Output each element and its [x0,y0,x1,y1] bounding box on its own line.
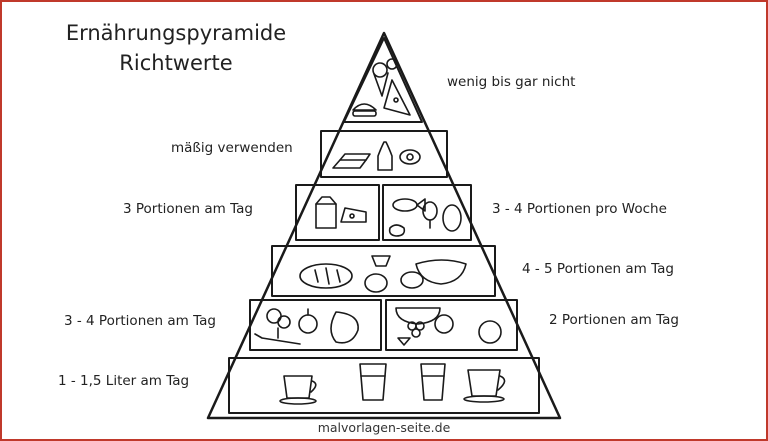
label-meat: 3 - 4 Portionen pro Woche [492,201,667,217]
milk-carton-icon [315,196,337,229]
steak-icon [442,204,462,232]
cheese-icon [340,207,367,223]
drumstick-icon [422,201,438,229]
bread-icon [299,263,353,289]
title-line-2: Richtwerte [119,51,233,75]
rice-bowl-icon [415,259,467,285]
carrot-icon [254,333,301,345]
grapes-icon [407,321,425,338]
tier-meat [382,184,472,241]
tier-fats [320,130,448,178]
label-vegetables: 3 - 4 Portionen am Tag [64,313,216,329]
tier-fruit [385,299,518,351]
label-grains: 4 - 5 Portionen am Tag [522,261,674,277]
pasta-icon [371,255,391,267]
glass-of-water-icon-1 [359,363,387,401]
tier-dairy [295,184,380,241]
onion-icon [298,308,318,334]
pepper-icon [330,311,359,344]
orange-icon [478,320,502,344]
footer-watermark: malvorlagen-seite.de [317,420,451,435]
tier-grains [271,245,496,297]
tier-sweets [343,37,423,123]
tier-drinks [228,357,540,414]
coffee-cup-icon [279,375,317,405]
fish-icon [392,198,426,212]
label-sweets: wenig bis gar nicht [447,74,576,90]
apple-icon [434,314,454,334]
burger-icon [352,103,377,117]
ice-cream-icon [372,62,389,97]
title-line-1: Ernährungspyramide [65,21,287,45]
label-drinks: 1 - 1,5 Liter am Tag [58,373,190,389]
fried-egg-icon [388,224,406,237]
label-dairy: 3 Portionen am Tag [123,201,253,217]
broccoli-icon [266,308,291,339]
tier-vegetables [249,299,382,351]
label-fruit: 2 Portionen am Tag [549,312,679,328]
label-fats: mäßig verwenden [171,140,293,156]
butter-icon [332,153,371,169]
oil-bottle-icon [377,141,393,171]
pizza-slice-icon [383,79,411,116]
watermelon-icon [395,307,441,325]
egg-icon [399,149,421,165]
potatoes-icon [364,271,424,293]
strawberry-icon [397,337,411,346]
page-title: Ernährungspyramide Richtwerte [56,18,296,78]
tea-cup-icon [463,369,506,403]
candy-icon [386,58,398,70]
glass-of-water-icon-2 [420,363,446,401]
